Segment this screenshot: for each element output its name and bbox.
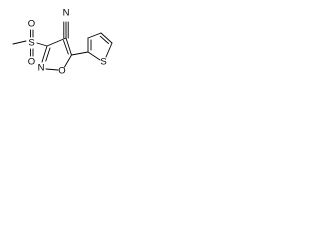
thiophene-bond-c5-c4 bbox=[100, 32, 113, 44]
thiophene-s-label: S bbox=[100, 57, 106, 68]
ring-bond-c4-c3 bbox=[46, 37, 67, 47]
thiophene-bond-c4-c3 bbox=[87, 32, 102, 39]
thiophene-bond-c5-c4-double bbox=[99, 35, 109, 44]
bonds bbox=[12, 21, 113, 71]
ring-bond-c3-n bbox=[41, 45, 48, 63]
sulfonyl-s-label: S bbox=[28, 38, 34, 49]
ring-bond-o-c5 bbox=[64, 54, 72, 68]
ring-bond-n-o bbox=[45, 68, 59, 71]
sulfonyl-o-bottom-label: O bbox=[28, 57, 35, 68]
ring-bond-c5-c4 bbox=[65, 37, 72, 56]
ring-bond-c5-c4-double bbox=[63, 40, 69, 55]
ring-n-label: N bbox=[38, 63, 45, 74]
isoxazole-thiophene-bond bbox=[71, 51, 89, 56]
ring-o-label: O bbox=[58, 66, 65, 77]
sulfonyl-methyl-bond bbox=[12, 40, 27, 45]
c3-sulfonyl-bond bbox=[36, 42, 48, 47]
molecule-structure: N S O O O N S bbox=[12, 8, 113, 77]
ring-bond-c3-n-double bbox=[45, 47, 51, 62]
nitrile-n-label: N bbox=[63, 8, 70, 19]
thiophene-bond-s-c5 bbox=[105, 42, 113, 58]
sulfonyl-o-top-label: O bbox=[28, 19, 35, 30]
atom-labels: N S O O O N S bbox=[28, 8, 107, 77]
thiophene-bond-c2-s bbox=[87, 51, 101, 61]
